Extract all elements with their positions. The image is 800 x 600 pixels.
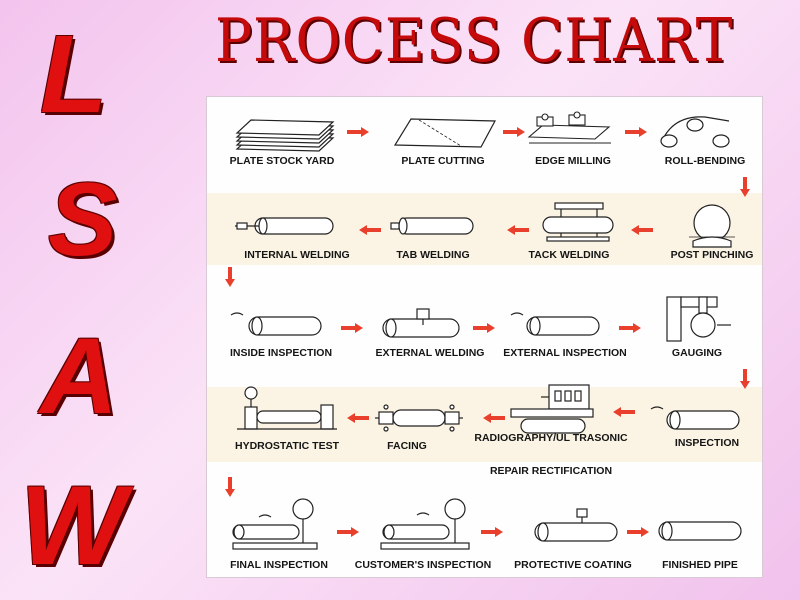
step-label-internal-welding: INTERNAL WELDING	[244, 249, 350, 261]
step-label-plate-cutting: PLATE CUTTING	[401, 155, 485, 167]
step-label-tab-welding: TAB WELDING	[396, 249, 470, 261]
finished-pipe-icon	[658, 521, 742, 541]
plate-stack-icon	[235, 119, 335, 152]
radiography-machine-icon	[510, 384, 594, 434]
arrow-left-icon	[613, 407, 635, 417]
hydrostatic-test-icon	[237, 386, 337, 430]
step-label-inside-inspection: INSIDE INSPECTION	[229, 347, 333, 359]
step-label-radiography-ultrasonic: RADIOGRAPHY/UL TRASONIC	[474, 432, 628, 444]
step-label-external-welding: EXTERNAL WELDING	[375, 347, 485, 359]
step-label-gauging: GAUGING	[671, 347, 723, 359]
inside-inspection-pipe-icon	[230, 312, 322, 336]
external-welding-pipe-icon	[382, 308, 460, 338]
arrow-left-icon	[507, 225, 529, 235]
arrow-right-icon	[625, 127, 647, 137]
side-letter-a: A	[40, 315, 118, 436]
step-label-repair-rectification: REPAIR RECTIFICATION	[489, 465, 613, 477]
arrow-left-icon	[631, 225, 653, 235]
arrow-right-icon	[347, 127, 369, 137]
arrow-right-icon	[481, 527, 503, 537]
page-title: PROCESS CHART	[215, 6, 734, 76]
protective-coating-icon	[534, 508, 618, 542]
step-label-roll-bending: ROLL-BENDING	[664, 155, 746, 167]
customers-inspection-icon	[380, 498, 470, 550]
post-pinching-icon	[689, 204, 735, 248]
step-label-finished-pipe: FINISHED PIPE	[662, 559, 738, 571]
arrow-down-icon	[225, 477, 235, 497]
arrow-down-icon	[740, 369, 750, 389]
arrow-down-icon	[225, 267, 235, 287]
side-letter-l: L	[40, 13, 108, 136]
step-label-customers-inspection: CUSTOMER'S INSPECTION	[354, 559, 492, 571]
internal-welding-pipe-icon	[235, 217, 334, 235]
arrow-left-icon	[359, 225, 381, 235]
arrow-right-icon	[619, 323, 641, 333]
arrow-right-icon	[473, 323, 495, 333]
step-label-plate-stock-yard: PLATE STOCK YARD	[229, 155, 335, 167]
inspection-pipe-icon	[650, 406, 740, 430]
tab-welding-pipe-icon	[390, 217, 474, 235]
step-label-protective-coating: PROTECTIVE COATING	[514, 559, 632, 571]
step-label-facing: FACING	[387, 440, 427, 452]
arrow-right-icon	[337, 527, 359, 537]
step-label-external-inspection: EXTERNAL INSPECTION	[503, 347, 627, 359]
arrow-left-icon	[483, 413, 505, 423]
step-label-final-inspection: FINAL INSPECTION	[230, 559, 328, 571]
step-label-inspection: INSPECTION	[674, 437, 740, 449]
tack-welding-icon	[542, 202, 614, 242]
arrow-right-icon	[627, 527, 649, 537]
side-letter-s: S	[48, 162, 118, 278]
edge-milling-icon	[527, 111, 611, 144]
step-label-edge-milling: EDGE MILLING	[535, 155, 611, 167]
side-letter-w: W	[20, 463, 126, 588]
gauging-icon	[666, 296, 731, 342]
step-label-hydrostatic-test: HYDROSTATIC TEST	[234, 440, 340, 452]
plate-cutting-icon	[393, 118, 496, 148]
arrow-down-icon	[740, 177, 750, 197]
arrow-left-icon	[347, 413, 369, 423]
arrow-right-icon	[341, 323, 363, 333]
step-label-tack-welding: TACK WELDING	[528, 249, 610, 261]
roll-bending-icon	[660, 116, 730, 148]
external-inspection-pipe-icon	[510, 312, 600, 336]
arrow-right-icon	[503, 127, 525, 137]
facing-icon	[375, 404, 463, 432]
final-inspection-icon	[232, 498, 318, 550]
process-chart-panel: PLATE STOCK YARD PLATE CUTTING EDGE MILL…	[206, 96, 763, 578]
step-label-post-pinching: POST PINCHING	[670, 249, 754, 261]
